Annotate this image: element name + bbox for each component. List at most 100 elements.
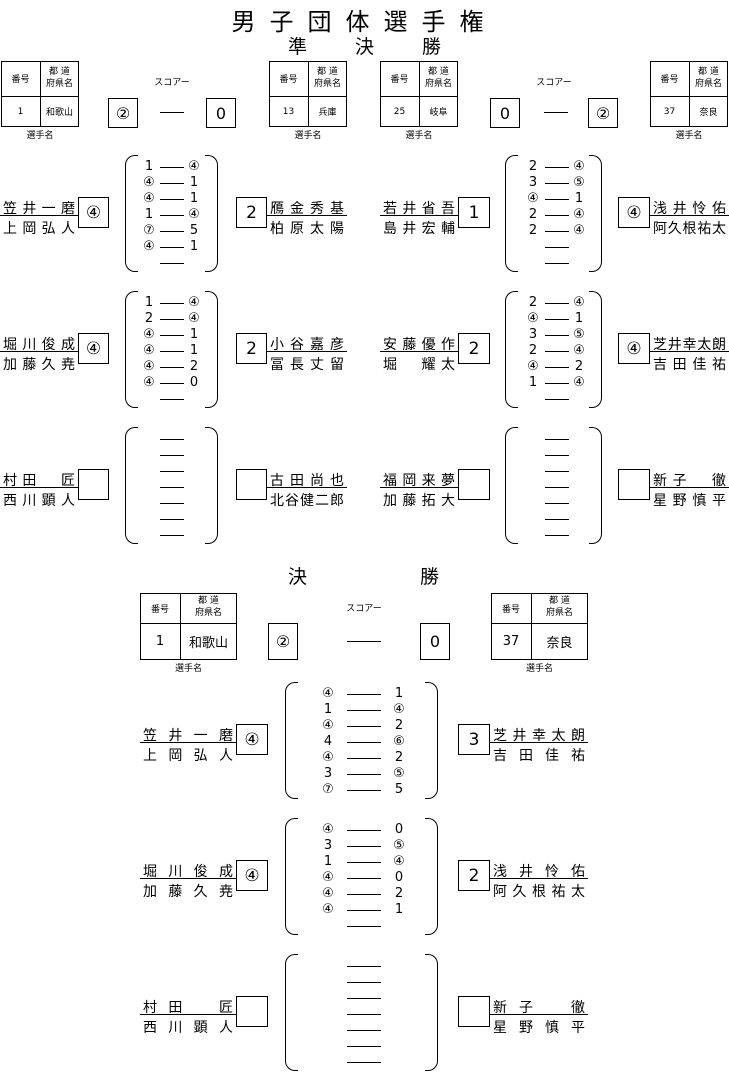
team-b-player-name: 新子 徹 — [653, 473, 726, 489]
players-label: 選手名 — [26, 131, 54, 141]
team-b-player-name: 古田尚也 — [270, 473, 344, 489]
game-dash — [347, 998, 381, 999]
game-score-a: ④ — [322, 750, 334, 765]
game-score-b: ④ — [573, 223, 585, 238]
number-header: 番号 — [279, 75, 298, 85]
team-a-player-name: 加藤久尭 — [3, 357, 75, 373]
game-dash — [347, 710, 381, 711]
number-header: 番号 — [150, 604, 169, 615]
game-score-b: ④ — [393, 854, 405, 869]
game-score-a: 3 — [323, 838, 333, 853]
game-dash — [347, 1062, 381, 1063]
team-a-player-name: 西川顕人 — [3, 493, 75, 509]
team-a-total-score: ② — [108, 98, 138, 128]
game-dash — [160, 303, 184, 304]
name-divider — [0, 487, 79, 488]
name-divider — [650, 487, 729, 488]
game-score-b: 1 — [189, 191, 199, 206]
game-dash — [545, 303, 569, 304]
team-a-total-score: 0 — [490, 98, 520, 128]
game-score-b: ④ — [188, 295, 200, 310]
game-dash — [347, 790, 381, 791]
divider — [140, 623, 237, 624]
team-b-player-name: 柏原太陽 — [270, 221, 344, 237]
prefecture-header: 都 道 府県名 — [694, 66, 722, 89]
game-dash — [160, 471, 184, 472]
game-score-b: 0 — [189, 375, 199, 390]
bracket-right — [425, 954, 438, 1071]
game-score-a: 1 — [323, 854, 333, 869]
team-number: 25 — [393, 106, 406, 117]
number-header: 番号 — [11, 75, 30, 85]
team-a-player-name: 加藤久尭 — [143, 884, 233, 900]
team-b-bout-result — [236, 469, 267, 500]
game-dash — [347, 726, 381, 727]
game-score-b: 2 — [394, 718, 404, 733]
bracket-right — [589, 427, 602, 544]
team-b-total-score: 0 — [206, 98, 236, 128]
team-a-bout-result — [458, 469, 490, 500]
game-score-a: ④ — [322, 822, 334, 837]
team-a-total-score: ② — [268, 623, 298, 660]
game-dash — [347, 830, 381, 831]
bracket-left — [125, 427, 138, 544]
name-divider — [267, 351, 347, 352]
game-score-b: 0 — [394, 870, 404, 885]
name-divider — [0, 351, 79, 352]
team-b-player-name: 吉田佳祐 — [493, 748, 585, 764]
bracket-right — [205, 427, 218, 544]
game-dash — [545, 247, 569, 248]
bracket-left — [125, 291, 138, 408]
game-dash — [545, 471, 569, 472]
game-score-b: 1 — [394, 686, 404, 701]
game-dash — [160, 519, 184, 520]
game-score-b: 2 — [394, 750, 404, 765]
game-score-a: ④ — [143, 327, 155, 342]
name-divider — [380, 487, 459, 488]
team-a-player-name: 上岡弘人 — [3, 221, 75, 237]
bracket-left — [505, 155, 518, 272]
game-score-b: ⑤ — [573, 175, 585, 190]
team-b-player-name: 鴈金秀基 — [270, 201, 344, 217]
game-score-b: ⑤ — [393, 838, 405, 853]
game-score-a: 1 — [144, 295, 154, 310]
game-score-b: 1 — [189, 239, 199, 254]
game-score-b: 5 — [189, 223, 199, 238]
game-score-a: ④ — [322, 870, 334, 885]
game-score-a: ④ — [143, 359, 155, 374]
game-dash — [545, 263, 569, 264]
game-score-b: 2 — [189, 359, 199, 374]
score-label: スコアー — [154, 78, 190, 88]
game-dash — [160, 231, 184, 232]
score-dash — [544, 112, 568, 113]
game-score-a: ④ — [322, 902, 334, 917]
game-score-a: ④ — [143, 239, 155, 254]
prefecture-header: 都 道 府県名 — [45, 66, 73, 89]
game-dash — [347, 694, 381, 695]
game-dash — [545, 231, 569, 232]
game-score-b: 0 — [394, 822, 404, 837]
game-score-a: 2 — [528, 343, 538, 358]
score-dash — [160, 112, 184, 113]
name-divider — [140, 1014, 237, 1015]
game-score-a: ④ — [527, 311, 539, 326]
game-dash — [160, 335, 184, 336]
divider — [269, 96, 347, 97]
team-a-bout-result: ④ — [78, 197, 109, 228]
team-b-player-name: 阿久根祐太 — [653, 221, 726, 237]
game-dash — [545, 167, 569, 168]
game-dash — [347, 1014, 381, 1015]
game-dash — [160, 535, 184, 536]
team-a-player-name: 笠井一磨 — [3, 201, 75, 217]
divider — [1, 96, 79, 97]
players-label: 選手名 — [675, 131, 703, 141]
team-prefecture: 和歌山 — [45, 108, 73, 118]
game-dash — [160, 319, 184, 320]
game-score-a: 4 — [323, 734, 333, 749]
game-dash — [347, 862, 381, 863]
game-dash — [545, 383, 569, 384]
number-header: 番号 — [660, 75, 679, 85]
game-dash — [347, 774, 381, 775]
game-score-b: ④ — [393, 702, 405, 717]
